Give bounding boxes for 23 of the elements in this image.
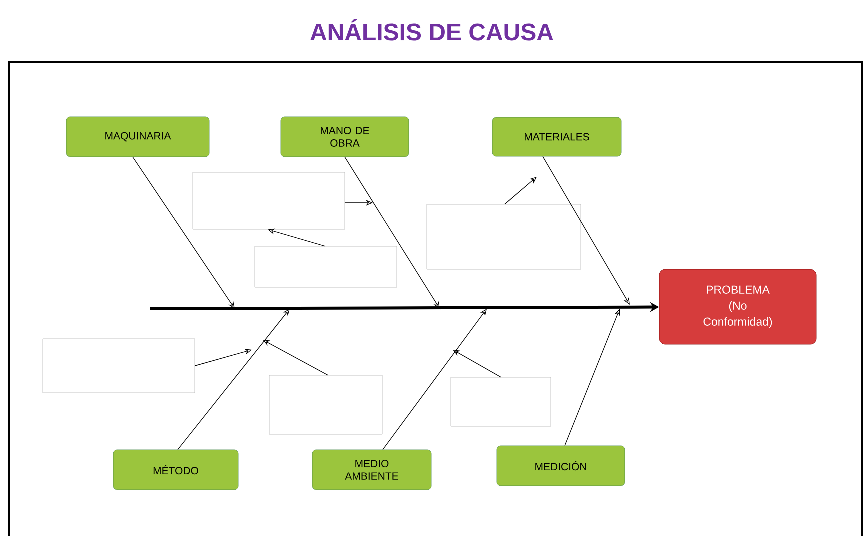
empty-box <box>269 375 383 435</box>
empty-box <box>254 246 398 288</box>
cause-box: MATERIALES <box>492 117 622 157</box>
empty-box <box>192 172 346 230</box>
cause-box: MANO DE OBRA <box>280 116 410 158</box>
arrow <box>504 177 537 205</box>
empty-box <box>426 204 582 270</box>
cause-box: MEDICIÓN <box>496 446 626 486</box>
arrow <box>542 156 630 305</box>
title: ANÁLISIS DE CAUSA <box>310 19 554 41</box>
arrow <box>382 309 487 450</box>
cause-box: MAQUINARIA <box>66 116 210 158</box>
cause-box: MEDIO AMBIENTE <box>312 450 432 490</box>
empty-box <box>42 338 196 394</box>
arrow <box>132 156 235 309</box>
arrow <box>453 350 502 378</box>
problem-box: PROBLEMA (No Conformidad) <box>659 269 817 345</box>
arrow <box>178 309 290 450</box>
cause-box: MÉTODO <box>113 450 239 490</box>
empty-box <box>450 377 552 427</box>
arrow <box>564 309 620 446</box>
arrow <box>263 340 328 376</box>
arrow <box>344 156 440 309</box>
